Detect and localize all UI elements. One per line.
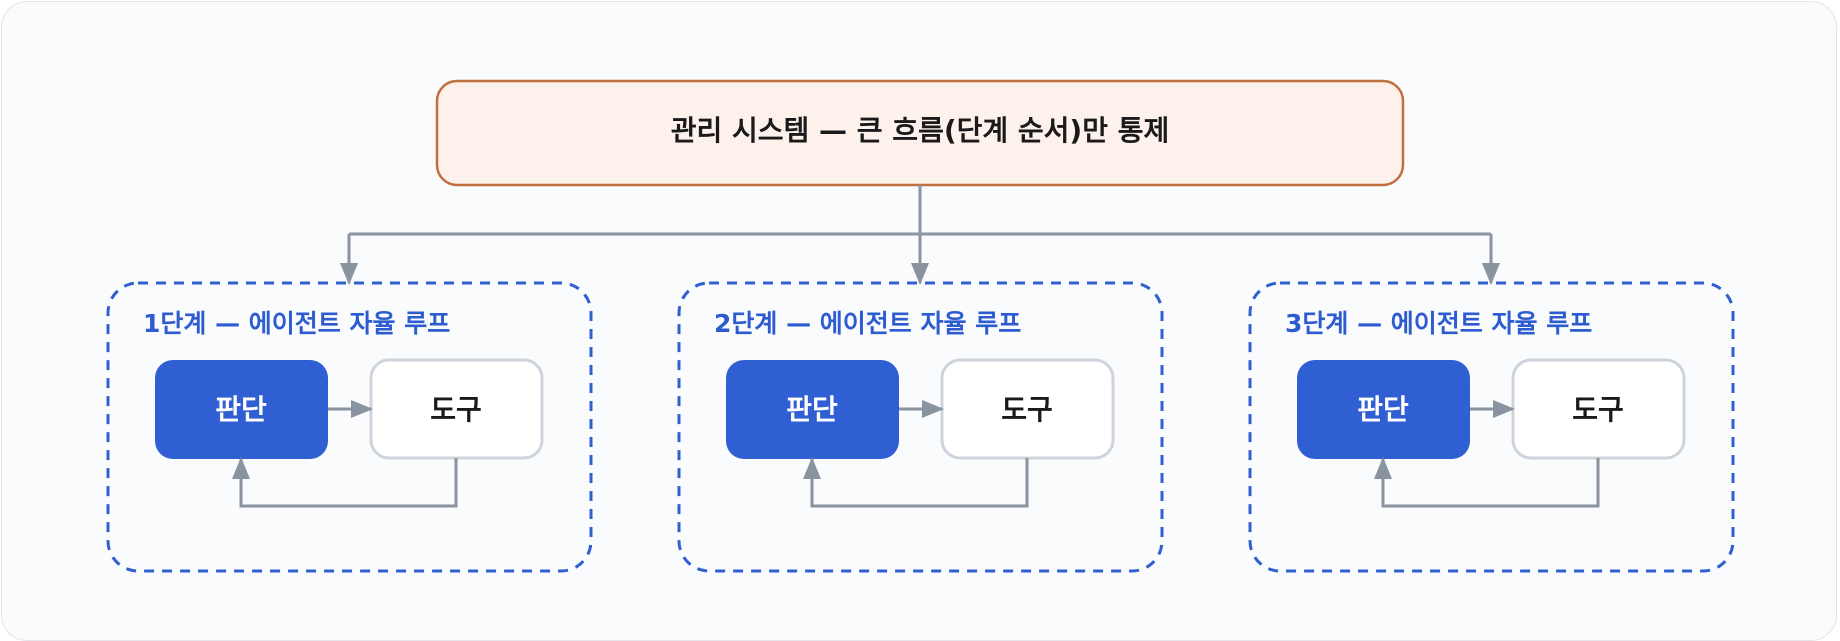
stage-1-feedback-arrow: [232, 457, 458, 508]
stage-3-label: 3단계 — 에이전트 자율 루프: [1285, 309, 1592, 338]
stage-2-tool-label: 도구: [1001, 393, 1053, 426]
stage-2-container: [677, 281, 1164, 573]
stage-2-decision-box: [726, 360, 899, 459]
management-system-box: 관리 시스템 — 큰 흐름(단계 순서)만 통제: [435, 79, 1405, 187]
stage-3-decision-label: 판단: [1357, 393, 1409, 426]
stage-2-feedback-arrow: [803, 457, 1029, 508]
stage-3-container: [1248, 281, 1735, 573]
stage-3-tool-label: 도구: [1572, 393, 1624, 426]
stage-1-container: [106, 281, 593, 573]
stage-3-decision-box: [1297, 360, 1470, 459]
branch-connectors: [340, 185, 1500, 285]
stage-1-decision-box: [155, 360, 328, 459]
stage-1-decision-label: 판단: [215, 393, 267, 426]
stage-2-loop: 2단계 — 에이전트 자율 루프 판단 도구: [677, 281, 1164, 573]
stage-2-decision-label: 판단: [786, 393, 838, 426]
agent-stage-diagram: 관리 시스템 — 큰 흐름(단계 순서)만 통제 1단계 — 에이전트 자율 루…: [106, 79, 1735, 573]
management-system-title: 관리 시스템 — 큰 흐름(단계 순서)만 통제: [671, 114, 1169, 147]
stage-3-feedback-arrow: [1374, 457, 1600, 508]
stage-3-loop: 3단계 — 에이전트 자율 루프 판단 도구: [1248, 281, 1735, 573]
stage-1-tool-label: 도구: [430, 393, 482, 426]
stage-1-label: 1단계 — 에이전트 자율 루프: [143, 309, 450, 338]
stage-2-label: 2단계 — 에이전트 자율 루프: [714, 309, 1021, 338]
stage-1-loop: 1단계 — 에이전트 자율 루프 판단 도구: [106, 281, 593, 573]
